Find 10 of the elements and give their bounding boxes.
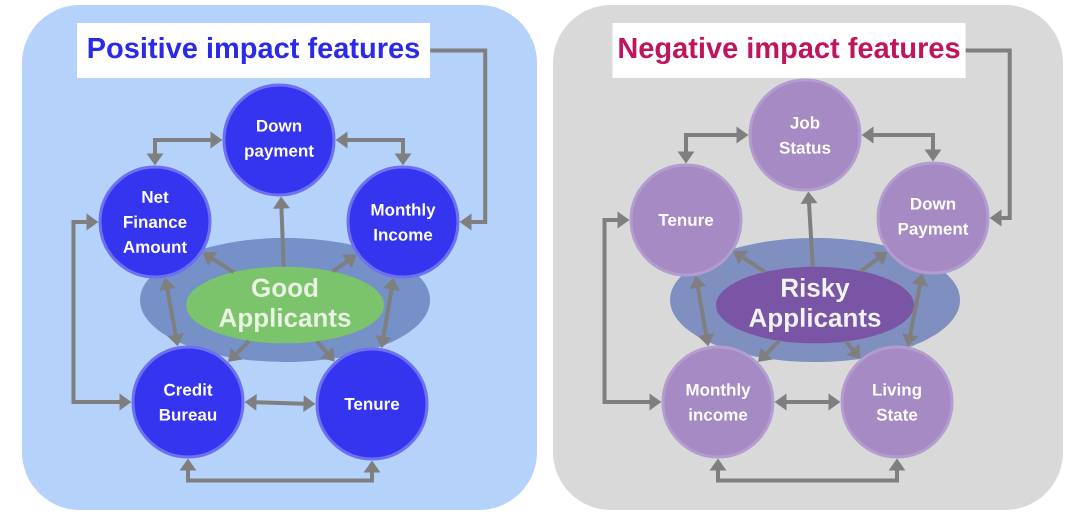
arrow	[315, 340, 335, 362]
arrow	[430, 48, 488, 231]
arrow	[844, 340, 861, 359]
arrow	[965, 48, 1012, 227]
arrow	[733, 250, 766, 274]
title-box: Negative impact features	[612, 23, 966, 78]
arrow	[228, 339, 251, 362]
arrow	[331, 254, 357, 273]
title-box: Positive impact features	[77, 23, 430, 78]
arrow	[758, 339, 781, 362]
